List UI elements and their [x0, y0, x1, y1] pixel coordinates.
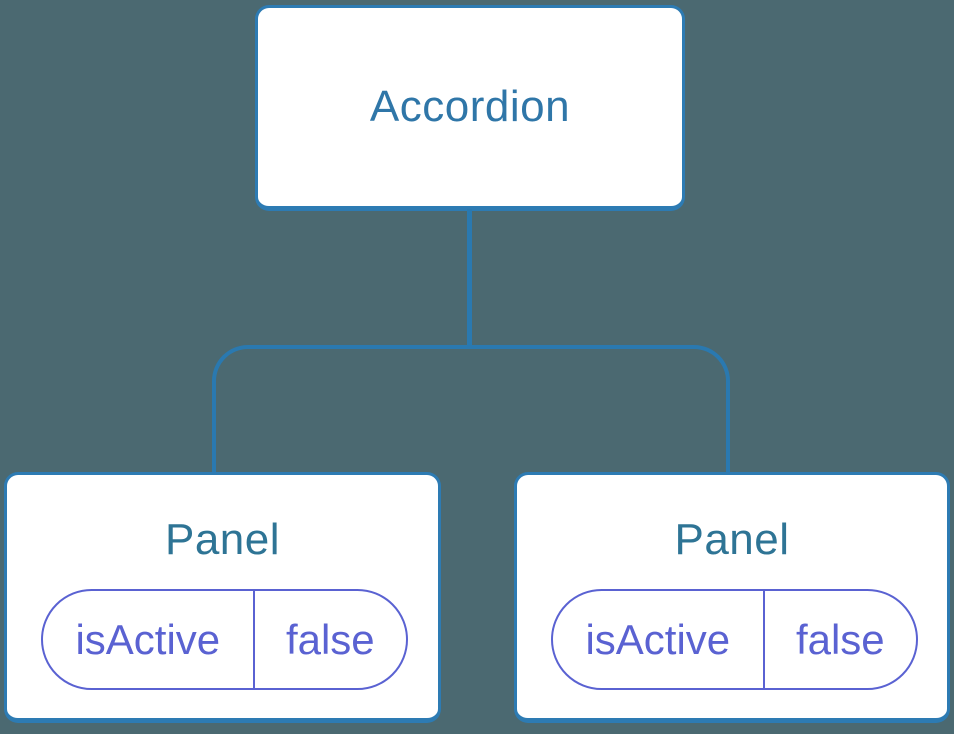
state-value-label: false	[285, 615, 375, 663]
panel-node-label: Panel	[164, 515, 281, 564]
state-pill: isActive false	[551, 589, 918, 690]
state-pill: isActive false	[41, 589, 408, 690]
root-node-accordion: Accordion	[255, 5, 685, 211]
panel-node-label: Panel	[674, 515, 790, 564]
state-key-label: isActive	[553, 591, 765, 688]
connector-stem-line	[467, 209, 472, 349]
root-node-label: Accordion	[369, 82, 571, 131]
state-value-label: false	[795, 615, 885, 663]
child-node-panel-right: Panel isActive false	[514, 472, 950, 723]
state-key-label: isActive	[43, 591, 255, 688]
child-node-panel-left: Panel isActive false	[4, 472, 441, 723]
connector-branch-lines	[212, 345, 730, 472]
